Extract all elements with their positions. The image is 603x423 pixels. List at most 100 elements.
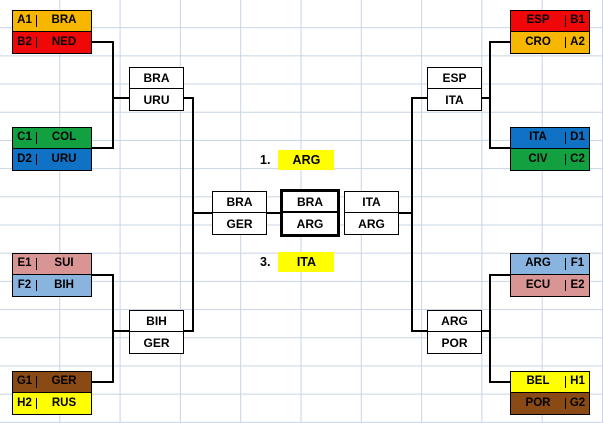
- group-d1-c2[interactable]: ITA D1 CIV C2: [510, 127, 590, 171]
- match-r16-left-bottom[interactable]: BIH GER: [129, 310, 184, 354]
- match-r16-right-top[interactable]: ESP ITA: [427, 67, 482, 111]
- connector-line: [411, 97, 413, 330]
- team-name: CIV: [528, 152, 548, 165]
- connector-line: [489, 274, 511, 276]
- seed-code: F2: [13, 279, 37, 292]
- match-team-top: BRA: [130, 68, 183, 89]
- group-row[interactable]: POR G2: [511, 393, 589, 414]
- connector-line: [489, 274, 491, 382]
- seed-code: C2: [565, 153, 589, 166]
- group-b1-a2[interactable]: ESP B1 CRO A2: [510, 10, 590, 54]
- placement-team: ITA: [278, 252, 335, 272]
- seed-code: A2: [565, 36, 589, 49]
- match-team-top: BIH: [130, 311, 183, 332]
- placement-team: ARG: [278, 150, 335, 170]
- connector-line: [112, 41, 114, 149]
- connector-line: [92, 381, 114, 383]
- connector-line: [192, 212, 214, 214]
- connector-line: [178, 330, 194, 332]
- match-team-bottom: URU: [143, 92, 170, 107]
- group-g1-h2[interactable]: G1 GER H2 RUS: [12, 371, 92, 415]
- match-r16-right-bottom[interactable]: ARG POR: [427, 310, 482, 354]
- connector-line: [489, 147, 511, 149]
- team-name: ARG: [525, 257, 551, 270]
- group-h1-g2[interactable]: BEL H1 POR G2: [510, 371, 590, 415]
- seed-code: D2: [13, 153, 37, 166]
- match-team-top: ITA: [345, 192, 398, 213]
- seed-code: C1: [13, 132, 37, 144]
- group-e1-f2[interactable]: E1 SUI F2 BIH: [12, 253, 92, 297]
- match-team-bottom: GER: [143, 335, 170, 350]
- seed-code: B2: [13, 36, 37, 49]
- match-final[interactable]: BRA ARG: [280, 189, 340, 237]
- match-team-top: ESP: [428, 68, 481, 89]
- team-name: BEL: [526, 375, 550, 388]
- match-team-bottom: ITA: [445, 92, 464, 107]
- group-row[interactable]: F2 BIH: [13, 275, 91, 296]
- group-row[interactable]: H2 RUS: [13, 393, 91, 414]
- team-name: GER: [51, 375, 77, 388]
- seed-code: D1: [565, 132, 589, 144]
- connector-line: [411, 330, 427, 332]
- connector-line: [92, 41, 114, 43]
- connector-line: [489, 41, 511, 43]
- match-r16-left-top[interactable]: BRA URU: [129, 67, 184, 111]
- group-a1-b2[interactable]: A1 BRA B2 NED: [12, 10, 92, 54]
- seed-code: A1: [13, 15, 37, 27]
- seed-code: H1: [565, 376, 589, 388]
- connector-line: [112, 330, 132, 332]
- connector-line: [264, 212, 284, 214]
- match-team-bottom: POR: [441, 335, 468, 350]
- group-row[interactable]: ESP B1: [511, 11, 589, 32]
- match-team-top: ARG: [428, 311, 481, 332]
- group-row[interactable]: CIV C2: [511, 149, 589, 170]
- match-team-top: BRA: [283, 192, 337, 213]
- team-name: ESP: [526, 14, 550, 27]
- group-f1-e2[interactable]: ARG F1 ECU E2: [510, 253, 590, 297]
- group-row[interactable]: G1 GER: [13, 372, 91, 393]
- seed-code: F1: [565, 258, 589, 270]
- group-row[interactable]: CRO A2: [511, 32, 589, 53]
- match-team-top: BRA: [213, 192, 266, 213]
- group-row[interactable]: E1 SUI: [13, 254, 91, 275]
- connector-line: [178, 97, 194, 99]
- group-row[interactable]: ARG F1: [511, 254, 589, 275]
- group-c1-d2[interactable]: C1 COL D2 URU: [12, 127, 92, 171]
- group-row[interactable]: ECU E2: [511, 275, 589, 296]
- team-name: URU: [51, 152, 77, 165]
- match-semifinal-right[interactable]: ITA ARG: [344, 191, 399, 235]
- group-row[interactable]: BEL H1: [511, 372, 589, 393]
- team-name: ITA: [529, 131, 547, 144]
- connector-line: [489, 381, 511, 383]
- match-team-bottom: ARG: [358, 216, 385, 231]
- connector-line: [92, 147, 114, 149]
- team-name: SUI: [54, 257, 74, 270]
- placement-first: 1. ARG: [260, 150, 335, 170]
- group-row[interactable]: ITA D1: [511, 128, 589, 149]
- team-name: COL: [51, 131, 77, 144]
- seed-code: G2: [565, 397, 589, 410]
- group-row[interactable]: C1 COL: [13, 128, 91, 149]
- match-team-bottom: ARG: [296, 216, 324, 231]
- connector-line: [92, 274, 114, 276]
- team-name: BRA: [51, 14, 77, 27]
- seed-code: H2: [13, 397, 37, 410]
- group-row[interactable]: A1 BRA: [13, 11, 91, 32]
- seed-code: B1: [565, 15, 589, 27]
- match-semifinal-left[interactable]: BRA GER: [212, 191, 267, 235]
- placement-rank: 3.: [260, 254, 271, 269]
- group-row[interactable]: D2 URU: [13, 149, 91, 170]
- seed-code: E1: [13, 258, 37, 270]
- team-name: CRO: [525, 35, 551, 48]
- connector-line: [411, 97, 427, 99]
- connector-line: [112, 274, 114, 382]
- placement-third: 3. ITA: [260, 252, 335, 272]
- group-row[interactable]: B2 NED: [13, 32, 91, 53]
- placement-rank: 1.: [260, 152, 271, 167]
- connector-line: [489, 41, 491, 149]
- team-name: BIH: [54, 278, 74, 291]
- team-name: POR: [525, 396, 551, 409]
- team-name: RUS: [51, 396, 77, 409]
- team-name: NED: [51, 35, 77, 48]
